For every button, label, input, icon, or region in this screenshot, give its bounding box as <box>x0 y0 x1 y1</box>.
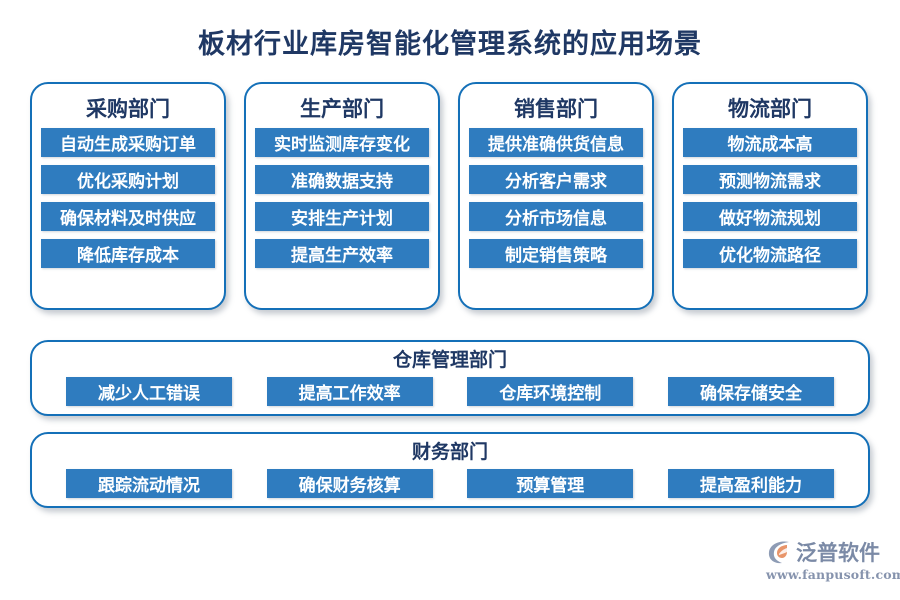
department-item[interactable]: 准确数据支持 <box>255 165 429 194</box>
department-item[interactable]: 提高生产效率 <box>255 239 429 268</box>
department-card-header: 生产部门 <box>300 96 384 121</box>
department-item[interactable]: 降低库存成本 <box>41 239 215 268</box>
brand-logo-row: 泛普软件 <box>766 538 892 566</box>
department-card-header: 物流部门 <box>728 96 812 121</box>
department-card-finance: 财务部门 跟踪流动情况 确保财务核算 预算管理 提高盈利能力 <box>30 432 870 508</box>
department-item[interactable]: 确保存储安全 <box>667 377 834 406</box>
department-item[interactable]: 仓库环境控制 <box>467 377 634 406</box>
department-item-list: 实时监测库存变化 准确数据支持 安排生产计划 提高生产效率 <box>246 128 438 268</box>
department-item-list: 跟踪流动情况 确保财务核算 预算管理 提高盈利能力 <box>32 469 868 498</box>
department-card-header: 仓库管理部门 <box>392 349 507 371</box>
department-item[interactable]: 自动生成采购订单 <box>41 128 215 157</box>
department-card-sales: 销售部门 提供准确供货信息 分析客户需求 分析市场信息 制定销售策略 <box>458 82 654 310</box>
fanpu-c-arc-logo-icon <box>766 539 792 565</box>
department-item[interactable]: 制定销售策略 <box>469 239 643 268</box>
department-item-list: 减少人工错误 提高工作效率 仓库环境控制 确保存储安全 <box>32 377 868 406</box>
department-item[interactable]: 优化采购计划 <box>41 165 215 194</box>
department-item[interactable]: 实时监测库存变化 <box>255 128 429 157</box>
department-item[interactable]: 提高盈利能力 <box>667 469 834 498</box>
department-card-header: 销售部门 <box>514 96 598 121</box>
department-item[interactable]: 提供准确供货信息 <box>469 128 643 157</box>
department-item[interactable]: 预测物流需求 <box>683 165 857 194</box>
department-item[interactable]: 分析客户需求 <box>469 165 643 194</box>
department-item[interactable]: 预算管理 <box>467 469 634 498</box>
brand-name: 泛普软件 <box>796 540 880 565</box>
department-item-list: 自动生成采购订单 优化采购计划 确保材料及时供应 降低库存成本 <box>32 128 224 268</box>
department-item[interactable]: 安排生产计划 <box>255 202 429 231</box>
department-card-logistics: 物流部门 物流成本高 预测物流需求 做好物流规划 优化物流路径 <box>672 82 868 310</box>
department-card-warehouse-management: 仓库管理部门 减少人工错误 提高工作效率 仓库环境控制 确保存储安全 <box>30 340 870 416</box>
department-item[interactable]: 优化物流路径 <box>683 239 857 268</box>
department-item-list: 物流成本高 预测物流需求 做好物流规划 优化物流路径 <box>674 128 866 268</box>
department-card-header: 采购部门 <box>86 96 170 121</box>
department-item[interactable]: 减少人工错误 <box>66 377 232 406</box>
department-item-list: 提供准确供货信息 分析客户需求 分析市场信息 制定销售策略 <box>460 128 652 268</box>
brand-logo: 泛普软件 www.fanpusoft.com <box>766 538 900 586</box>
department-item[interactable]: 分析市场信息 <box>469 202 643 231</box>
department-item[interactable]: 物流成本高 <box>683 128 857 157</box>
department-card-production: 生产部门 实时监测库存变化 准确数据支持 安排生产计划 提高生产效率 <box>244 82 440 310</box>
department-card-procurement: 采购部门 自动生成采购订单 优化采购计划 确保材料及时供应 降低库存成本 <box>30 82 226 310</box>
department-item[interactable]: 确保财务核算 <box>266 469 433 498</box>
page-title: 板材行业库房智能化管理系统的应用场景 <box>198 29 702 60</box>
department-item[interactable]: 提高工作效率 <box>266 377 433 406</box>
department-card-header: 财务部门 <box>411 441 488 463</box>
brand-url: www.fanpusoft.com <box>766 567 900 582</box>
department-item[interactable]: 确保材料及时供应 <box>41 202 215 231</box>
department-item[interactable]: 跟踪流动情况 <box>66 469 232 498</box>
department-item[interactable]: 做好物流规划 <box>683 202 857 231</box>
